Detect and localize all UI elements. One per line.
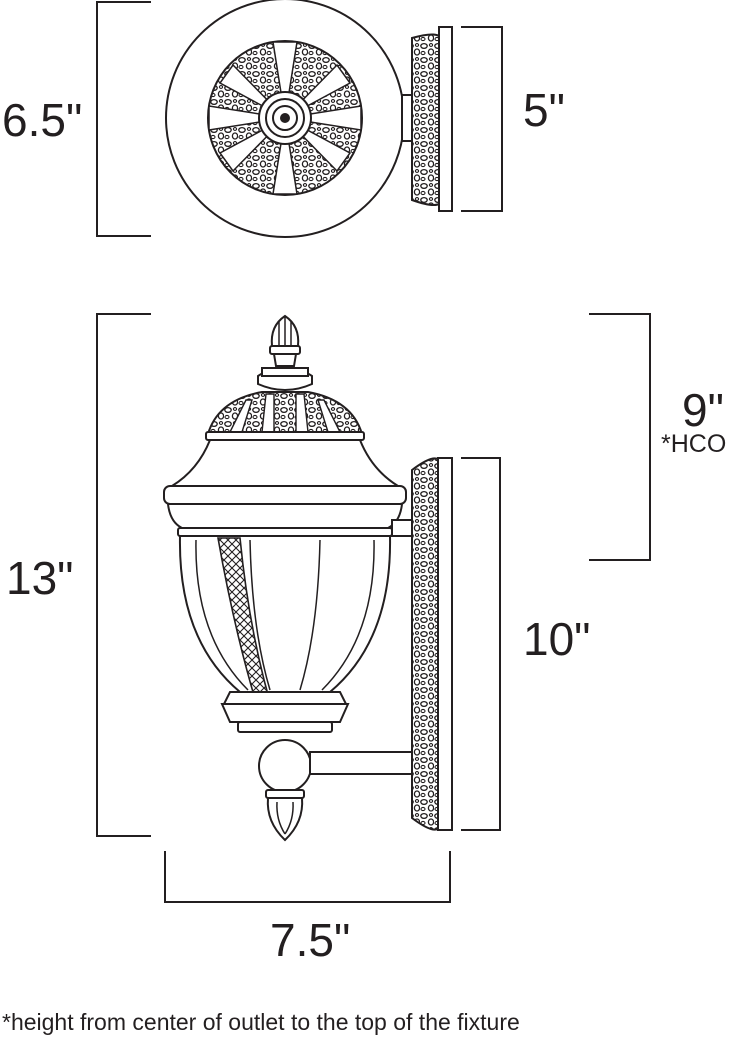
- side-backplate: [411, 457, 453, 831]
- backplate-height-label: 10": [523, 613, 591, 665]
- hco-height-label: 9": [682, 384, 724, 436]
- overall-height-label: 13": [6, 552, 74, 604]
- top-backplate-side: [401, 26, 453, 212]
- side-view: 13": [6, 313, 726, 966]
- top-diameter-bracket: [96, 1, 151, 237]
- hco-note-label: *HCO: [661, 430, 726, 458]
- extension-bracket: [164, 851, 451, 903]
- top-wheel-ornament: [207, 40, 363, 196]
- lantern-fixture: [163, 314, 413, 842]
- footnote: *height from center of outlet to the top…: [2, 1009, 520, 1035]
- top-view: 6.5": [2, 0, 565, 238]
- extension-label: 7.5": [270, 914, 350, 966]
- top-backplate-label: 5": [523, 84, 565, 136]
- hco-bracket: [589, 313, 651, 561]
- overall-height-bracket: [96, 313, 151, 837]
- backplate-height-bracket: [461, 457, 501, 831]
- top-backplate-bracket: [461, 26, 503, 212]
- top-diameter-label: 6.5": [2, 94, 82, 146]
